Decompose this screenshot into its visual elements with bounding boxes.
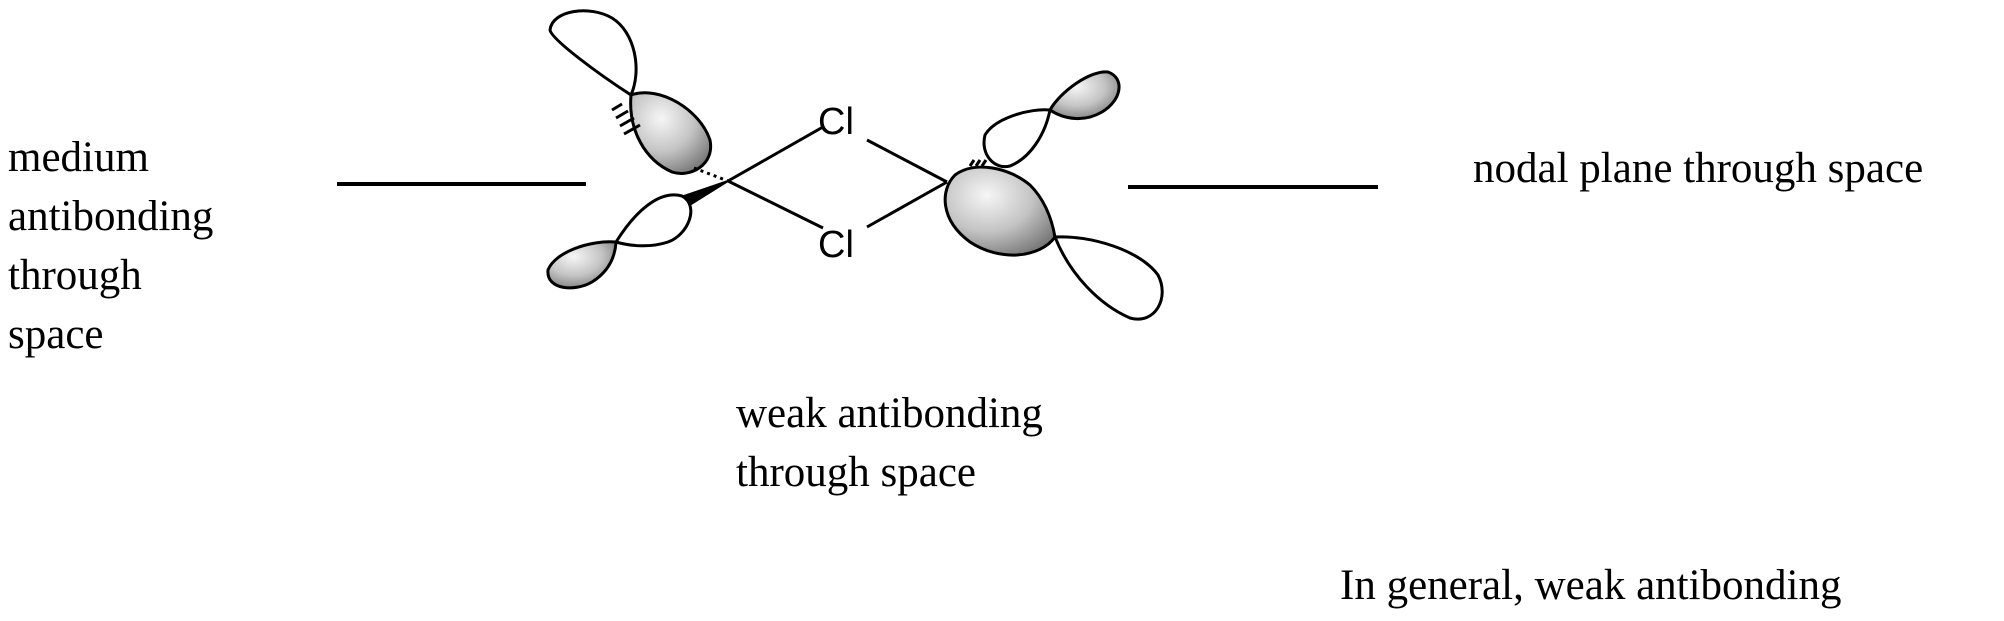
bond-right-c-to-top-cl [866,138,948,184]
left-upper-shaded-lobe [629,91,713,175]
left-upper-empty-lobe [548,9,638,98]
bond-left-c-to-bottom-cl [727,179,824,230]
center-annotation-line-2: through space [736,449,977,496]
bottom-annotation: In general, weak antibonding [1340,562,1842,609]
cl-top-label: Cl [818,101,854,143]
cl-bottom-label: Cl [818,224,854,266]
left-annotation-line-3: through [8,252,142,299]
left-annotation-line-4: space [8,311,104,358]
center-annotation-line-1: weak antibonding [736,390,1043,437]
left-annotation-line-1: medium [8,134,149,181]
left-dashed-bond [693,166,729,183]
right-large-shaded-lobe [943,165,1057,257]
right-hashed-wedge [968,159,988,167]
left-solid-wedge [682,180,729,208]
left-hashed-wedge [611,102,641,136]
bond-right-c-to-bottom-cl [866,180,948,229]
left-lower-empty-lobe [613,193,693,248]
right-lower-empty-lobe [1052,235,1164,321]
center-annotation: weak antibonding through space [736,384,1043,502]
bond-left-c-to-top-cl [727,125,824,183]
left-annotation: medium antibonding through space [8,128,213,364]
left-lower-shaded-lobe [546,240,618,290]
right-upper-shaded-lobe [1048,70,1121,120]
right-annotation: nodal plane through space [1473,145,1924,192]
right-upper-empty-lobe [982,108,1052,169]
left-annotation-line-2: antibonding [8,193,214,240]
